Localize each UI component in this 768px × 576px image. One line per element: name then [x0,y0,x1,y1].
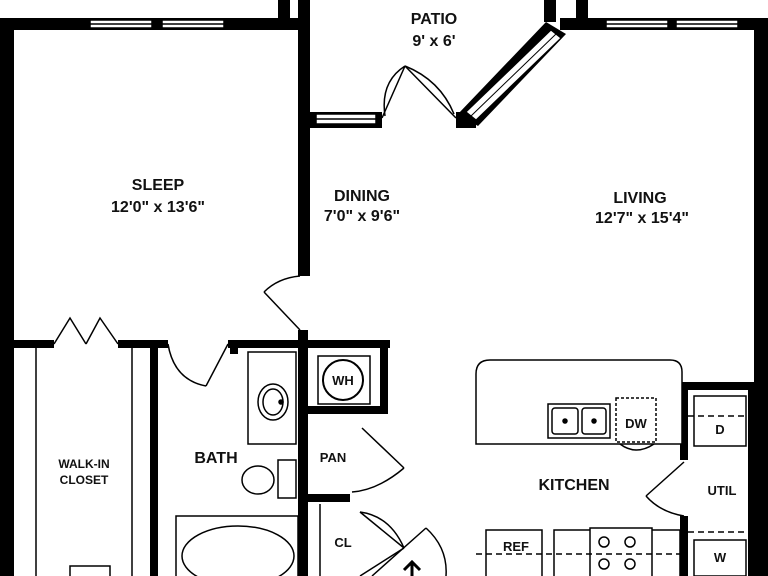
bath-label: BATH [194,450,237,467]
closet-label: CL [334,535,351,550]
entry-door[interactable] [371,527,447,576]
walk-in-closet-label-line2: CLOSET [60,473,109,487]
patio-size: 9' x 6' [412,33,455,50]
closet-shelving [35,348,133,576]
walk-in-closet-label-line1: WALK-IN [58,457,109,471]
kitchen-counters [476,527,681,576]
bath-door[interactable] [167,343,229,387]
dryer-label: D [715,422,724,437]
kitchen-label: KITCHEN [538,477,609,494]
water-heater-label: WH [332,373,354,388]
utility-door[interactable] [645,461,685,517]
water-heater [317,355,371,405]
living-size: 12'7" x 15'4" [595,210,689,227]
patio-label: PATIO [411,11,458,28]
sleep-size: 12'0" x 13'6" [111,199,205,216]
cl-door[interactable] [319,504,405,576]
dining-size: 7'0" x 9'6" [324,208,400,225]
bath-fixtures [175,351,299,576]
laundry-appliances [688,395,754,576]
living-label: LIVING [613,190,666,207]
pantry-label: PAN [320,450,346,465]
pantry-door[interactable] [351,427,405,493]
dining-label: DINING [334,188,390,205]
refrigerator-label: REF [503,539,529,554]
sleep-door[interactable] [263,275,301,331]
interior-walls [14,330,768,576]
washer-label: W [714,550,727,565]
windows [89,19,739,125]
kitchen-island [475,359,683,451]
entry-arrow-icon [402,559,422,576]
utility-label: UTIL [708,483,737,498]
sleep-label: SLEEP [132,177,185,194]
dishwasher-label: DW [625,416,647,431]
closet-bifold-door[interactable] [53,316,119,345]
patio-door[interactable] [381,65,457,119]
patio-diagonal-wall [458,22,566,126]
